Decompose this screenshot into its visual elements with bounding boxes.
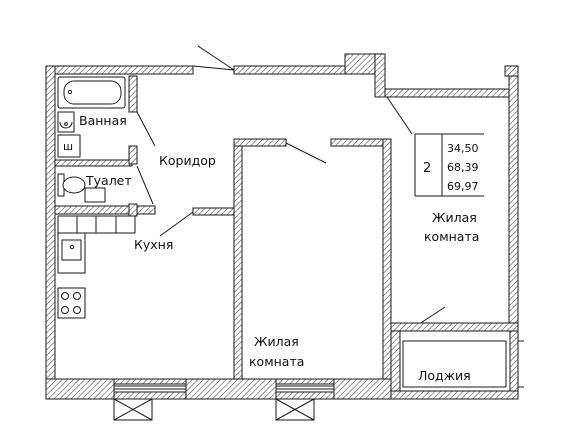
label-loggia: Лоджия	[418, 368, 471, 383]
toilet-fixture	[57, 173, 86, 197]
bathtub	[57, 76, 126, 109]
total-area-with-loggia: 69,97	[447, 180, 479, 193]
label-living-room-center-1: Жилая	[254, 334, 299, 349]
label-bathroom: Ванная	[79, 113, 127, 128]
toilet-sink	[84, 187, 106, 203]
total-area: 68,39	[447, 161, 479, 174]
interior-walls	[54, 75, 392, 380]
svg-text:ш: ш	[63, 140, 73, 153]
living-area: 34,50	[447, 142, 479, 155]
rooms-count: 2	[423, 161, 431, 176]
loggia	[390, 322, 524, 400]
label-living-room-center-2: комната	[249, 354, 304, 369]
windows	[113, 385, 334, 421]
bath-sink	[57, 111, 75, 133]
area-table: 2 34,50 68,39 69,97	[414, 133, 484, 197]
label-living-room-right-1: Жилая	[432, 210, 477, 225]
label-living-room-right-2: комната	[424, 229, 479, 244]
label-toilet: Туалет	[85, 173, 132, 188]
label-corridor: Коридор	[159, 153, 216, 168]
label-kitchen: Кухня	[134, 237, 173, 252]
kitchen-counter	[57, 215, 136, 319]
room-labels: Ванная Коридор Туалет Кухня Жилая комнат…	[79, 113, 479, 383]
washing-machine: ш	[57, 134, 81, 158]
